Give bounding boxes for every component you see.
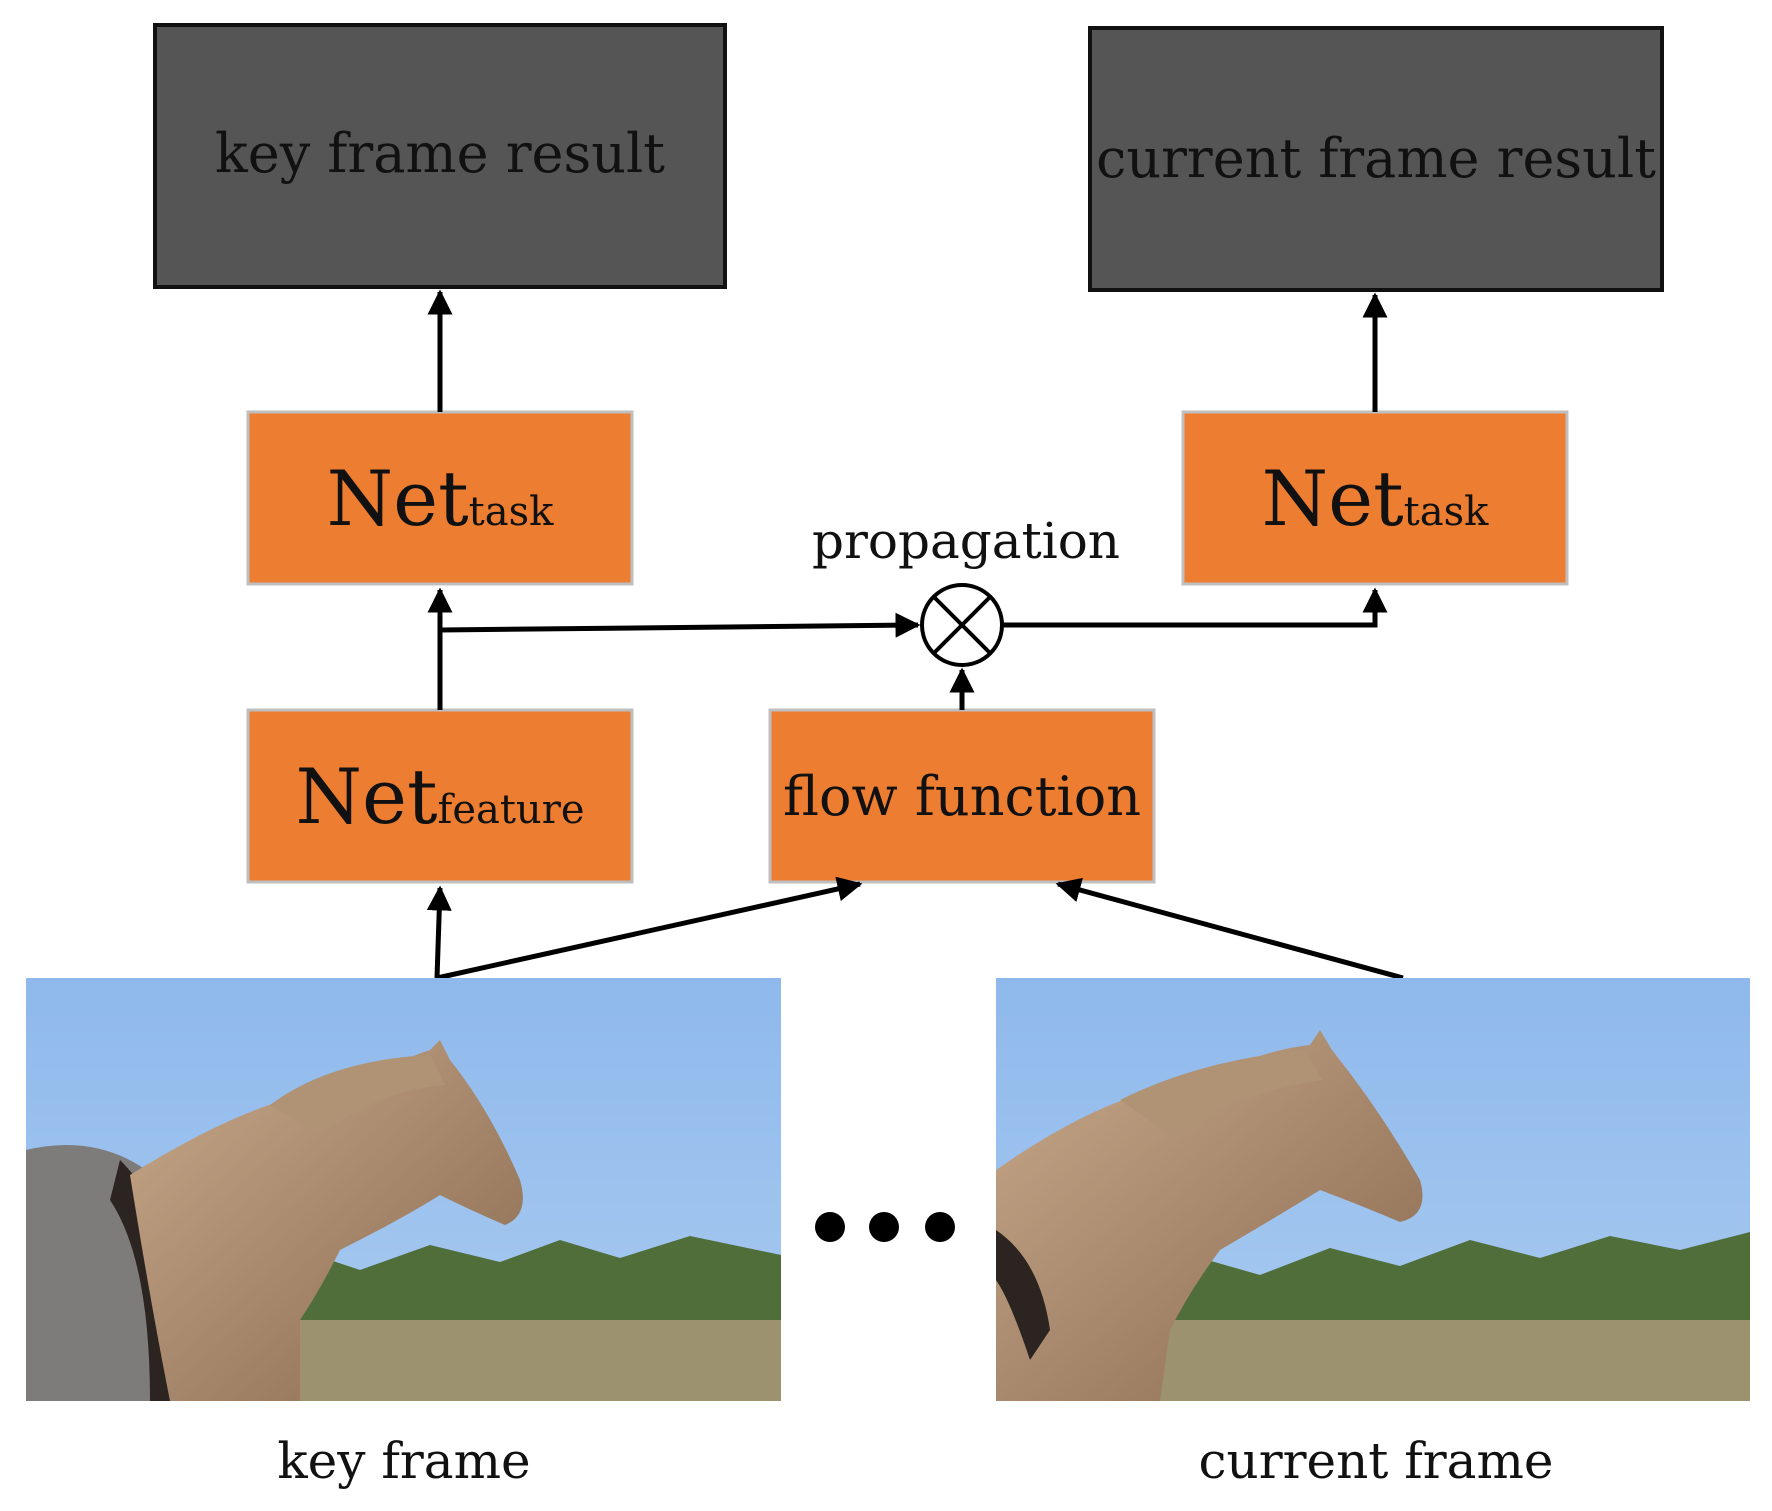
- net-feature-sub: feature: [438, 787, 585, 833]
- propagation-label: propagation: [812, 512, 1120, 570]
- key-frame-result-box: key frame result: [153, 23, 727, 289]
- svg-text:Netfeature: Netfeature: [296, 752, 585, 841]
- svg-text:Nettask: Nettask: [327, 454, 554, 543]
- current-frame-caption: current frame: [1198, 1432, 1553, 1490]
- svg-text:Nettask: Nettask: [1262, 454, 1489, 543]
- edge-propagation-to-nettask-right: [1002, 587, 1388, 628]
- propagation-operator: propagation: [812, 512, 1120, 667]
- current-frame-result-box: current frame result: [1088, 26, 1664, 292]
- net-task-right-main: Net: [1262, 454, 1404, 543]
- edge-currentframe-to-flow: [1055, 877, 1404, 981]
- net-task-right-box: Nettask: [1181, 410, 1569, 586]
- edge-keyframe-to-netfeature: [426, 885, 452, 979]
- ellipsis-dots: [815, 1212, 955, 1242]
- net-task-left-box: Nettask: [246, 410, 634, 586]
- current-frame-result-label: current frame result: [1096, 127, 1656, 190]
- edges: [426, 289, 1404, 981]
- net-feature-box: Netfeature: [246, 708, 634, 884]
- net-task-right-sub: task: [1404, 489, 1489, 535]
- net-task-left-main: Net: [327, 454, 469, 543]
- edge-keyframe-to-flow: [436, 876, 863, 981]
- flow-function-box: flow function: [768, 708, 1156, 884]
- current-frame-image: [996, 978, 1750, 1401]
- edge-feature-to-propagation: [439, 612, 921, 638]
- key-frame-result-label: key frame result: [215, 122, 665, 185]
- flow-function-label: flow function: [783, 765, 1141, 828]
- key-frame-caption: key frame: [277, 1432, 530, 1490]
- net-feature-main: Net: [296, 752, 438, 841]
- key-frame-image: [26, 978, 781, 1401]
- net-task-left-sub: task: [469, 489, 554, 535]
